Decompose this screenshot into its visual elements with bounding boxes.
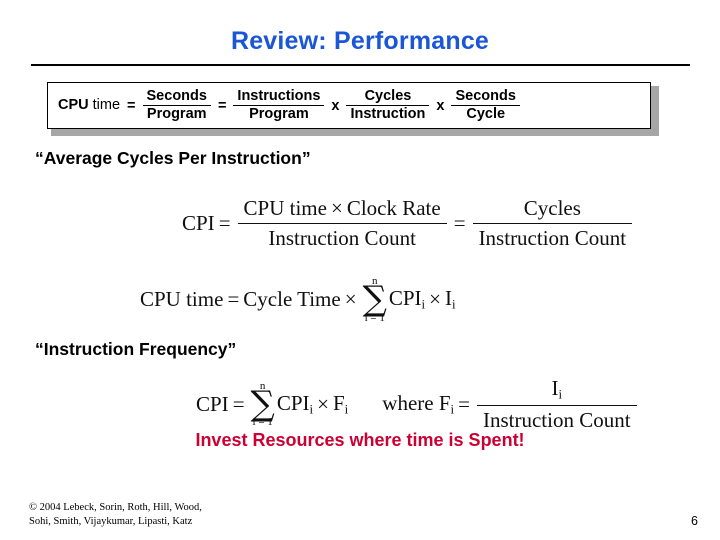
equation-cpi-frequency: CPI = n ∑ i = 1 CPIi × Fi where Fi = Ii … [196,376,640,433]
heading-average-cpi: “Average Cycles Per Instruction” [35,148,311,168]
fraction-cycles-per-instruction: Cycles Instruction [346,88,430,122]
where-clause-label: where Fi [382,391,455,417]
fraction-numerator: Seconds [142,88,211,106]
equals-sign-2: = [453,211,466,235]
fraction-instructions-per-program: Instructions Program [233,88,325,122]
cycle-time-label: Cycle Time [243,287,341,312]
equation-box: CPU time = Seconds Program = Instruction… [47,82,651,129]
heading-instruction-frequency: “Instruction Frequency” [35,339,237,359]
equals-sign-2: = [217,97,227,114]
cpi-i-term: CPIi [276,391,314,417]
footer-copyright-line-2: Sohi, Smith, Vijaykumar, Lipasti, Katz [29,515,193,527]
fraction-numerator: Cycles [346,88,430,106]
fraction-denominator: Program [146,106,207,122]
fraction-cputime-clockrate-over-instruction-count: CPU time×Clock Rate Instruction Count [237,196,447,251]
fraction-seconds-per-program: Seconds Program [142,88,211,122]
summation-symbol: n ∑ i = 1 [250,379,275,429]
footer-copyright: © 2004 Lebeck, Sorin, Roth, Hill, Wood, … [29,501,202,528]
equals-sign-1: = [127,97,136,114]
title-divider [31,64,690,66]
fraction-denominator: Instruction Count [478,226,627,250]
equation-cpi-clock-rate: CPI = CPU time×Clock Rate Instruction Co… [182,196,635,251]
i-i-term: Ii [445,286,456,313]
summation-upper-limit: n [371,275,378,287]
callout-message: Invest Resources where time is Spent! [195,430,525,450]
fraction-denominator: Program [249,106,309,122]
page-title: Review: Performance [230,27,490,55]
sigma-glyph: ∑ [362,279,387,319]
cpu-time-label: CPU time [58,96,121,113]
fraction-numerator: CPU time×Clock Rate [237,196,447,224]
multiply-sign-1: × [344,287,357,312]
cpu-time-label: CPU time [140,287,224,312]
fraction-seconds-per-cycle: Seconds Cycle [451,88,520,122]
fraction-numerator: Instructions [233,88,325,106]
summation-lower-limit: i = 1 [252,416,273,429]
sigma-glyph: ∑ [250,383,275,424]
fraction-numerator: Cycles [472,196,633,224]
multiply-sign-2: × [429,287,441,312]
cpi-label: CPI [196,391,229,416]
f-i-term: Fi [332,391,349,417]
equals-sign: = [227,287,240,312]
multiply-sign-1: x [331,97,340,114]
multiply-sign: × [317,391,329,416]
summation-symbol: n ∑ i = 1 [363,276,387,324]
fraction-numerator: Seconds [451,88,520,106]
equals-sign: = [218,211,231,235]
cpi-label: CPI [182,211,215,235]
where-equals-sign: = [458,391,470,416]
fraction-cycles-over-instruction-count: Cycles Instruction Count [472,196,633,251]
summation-upper-limit: n [259,379,266,392]
fraction-denominator: Instruction Count [482,407,631,432]
footer-copyright-line-1: © 2004 Lebeck, Sorin, Roth, Hill, Wood, [29,502,202,514]
page-number: 6 [691,514,698,528]
summation-lower-limit: i = 1 [364,311,385,324]
multiply-sign-2: x [436,97,445,114]
fraction-ii-over-instruction-count: Ii Instruction Count [476,376,637,433]
fraction-denominator: Instruction [350,106,426,122]
equation-cputime-summation: CPU time = Cycle Time × n ∑ i = 1 CPIi ×… [140,276,456,324]
fraction-denominator: Cycle [466,106,506,122]
fraction-denominator: Instruction Count [268,226,416,250]
equals-sign: = [232,391,245,416]
fraction-numerator: Ii [476,376,637,406]
cpi-i-term: CPIi [388,286,426,313]
